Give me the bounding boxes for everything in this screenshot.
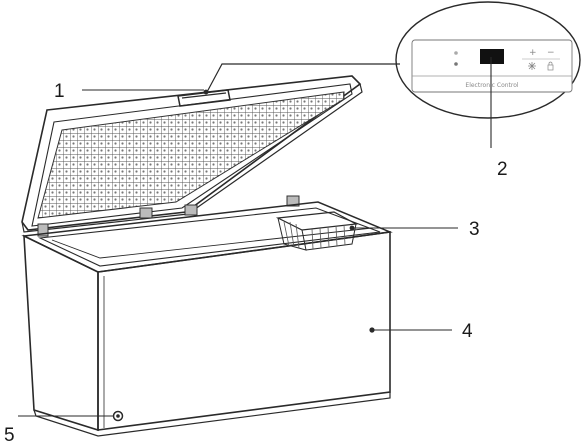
plus-symbol: + (529, 48, 537, 58)
callout-label-3: 3 (469, 219, 480, 240)
lock-icon (547, 61, 554, 71)
snowflake-icon (528, 62, 536, 70)
drain-plug (112, 410, 124, 422)
storage-basket (275, 211, 358, 251)
hinge-center (184, 204, 198, 216)
temperature-display (480, 49, 504, 64)
zoom-leader-line (206, 63, 400, 93)
callouts: 1 2 3 4 5 (4, 57, 508, 444)
indicator-light-top (454, 51, 458, 55)
indicator-light-bottom (454, 62, 458, 66)
freezer-body (21, 201, 393, 437)
lid-handle (177, 89, 231, 107)
callout-label-4: 4 (462, 321, 473, 342)
callout-label-5: 5 (4, 425, 15, 444)
minus-symbol: − (547, 48, 555, 58)
callout-label-2: 2 (497, 159, 508, 180)
hinge-far-left (37, 223, 49, 237)
control-panel-zoom: + − Electronic Control (395, 1, 581, 119)
control-panel (411, 39, 573, 93)
hinges (37, 195, 300, 237)
freezer-lid (21, 75, 363, 233)
hinge-right (286, 195, 300, 207)
hinge-left (139, 207, 153, 219)
brand-text: Electronic Control (465, 82, 519, 89)
callout-label-1: 1 (54, 81, 65, 102)
